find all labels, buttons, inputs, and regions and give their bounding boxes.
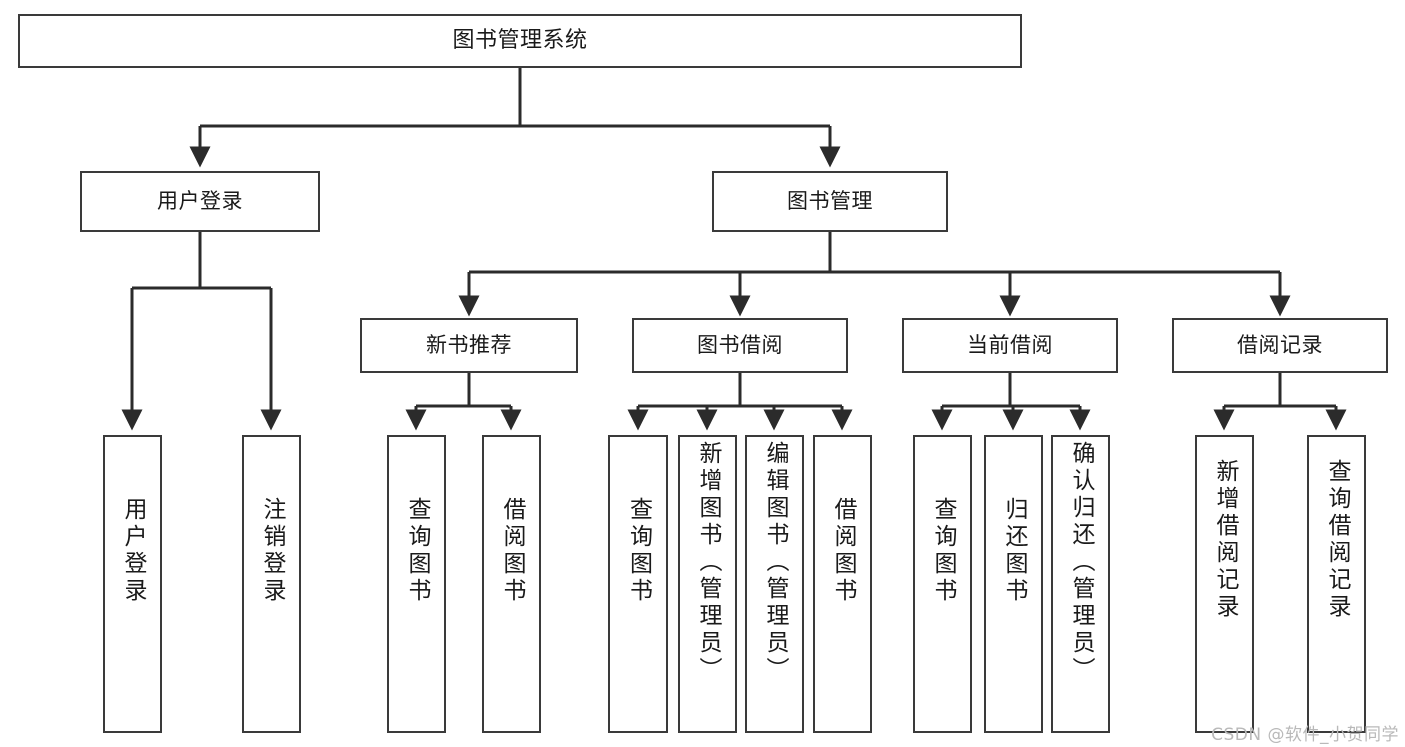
node-borrow-record[interactable]: 借阅记录: [1172, 318, 1388, 373]
leaf-add-book[interactable]: 新增图书（管理员）: [678, 435, 737, 733]
node-new-book-recommend[interactable]: 新书推荐: [360, 318, 578, 373]
node-label: 新增借阅记录: [1212, 459, 1238, 621]
leaf-borrow-book-2[interactable]: 借阅图书: [813, 435, 872, 733]
node-label: 归还图书: [1001, 497, 1027, 605]
node-label: 编辑图书（管理员）: [762, 441, 788, 684]
leaf-query-record[interactable]: 查询借阅记录: [1307, 435, 1366, 733]
node-label: 用户登录: [120, 497, 146, 605]
leaf-user-login[interactable]: 用户登录: [103, 435, 162, 733]
node-book-management-system[interactable]: 图书管理系统: [18, 14, 1022, 68]
node-label: 图书管理系统: [452, 27, 588, 53]
node-current-borrow[interactable]: 当前借阅: [902, 318, 1118, 373]
leaf-query-book-2[interactable]: 查询图书: [608, 435, 668, 733]
node-label: 用户登录: [157, 188, 243, 213]
leaf-edit-book[interactable]: 编辑图书（管理员）: [745, 435, 804, 733]
node-label: 新书推荐: [426, 332, 512, 357]
leaf-query-book-3[interactable]: 查询图书: [913, 435, 972, 733]
node-label: 查询图书: [625, 497, 652, 605]
node-user-login[interactable]: 用户登录: [80, 171, 320, 232]
node-label: 图书借阅: [697, 332, 783, 357]
node-label: 确认归还（管理员）: [1068, 441, 1094, 684]
leaf-query-book-1[interactable]: 查询图书: [387, 435, 446, 733]
node-label: 图书管理: [787, 188, 873, 213]
node-label: 注销登录: [259, 497, 285, 605]
leaf-return-book[interactable]: 归还图书: [984, 435, 1043, 733]
node-label: 新增图书（管理员）: [695, 441, 721, 684]
leaf-borrow-book-1[interactable]: 借阅图书: [482, 435, 541, 733]
node-label: 查询图书: [404, 497, 430, 605]
leaf-confirm-return[interactable]: 确认归还（管理员）: [1051, 435, 1110, 733]
node-label: 借阅图书: [830, 497, 856, 605]
leaf-logout-login[interactable]: 注销登录: [242, 435, 301, 733]
node-book-management[interactable]: 图书管理: [712, 171, 948, 232]
node-book-borrow[interactable]: 图书借阅: [632, 318, 848, 373]
node-label: 当前借阅: [967, 332, 1053, 357]
node-label: 查询借阅记录: [1324, 459, 1350, 621]
node-label: 借阅图书: [499, 497, 525, 605]
node-label: 借阅记录: [1237, 332, 1323, 357]
watermark-text: CSDN @软件_小贺同学: [1211, 725, 1399, 745]
leaf-add-record[interactable]: 新增借阅记录: [1195, 435, 1254, 733]
node-label: 查询图书: [930, 497, 956, 605]
